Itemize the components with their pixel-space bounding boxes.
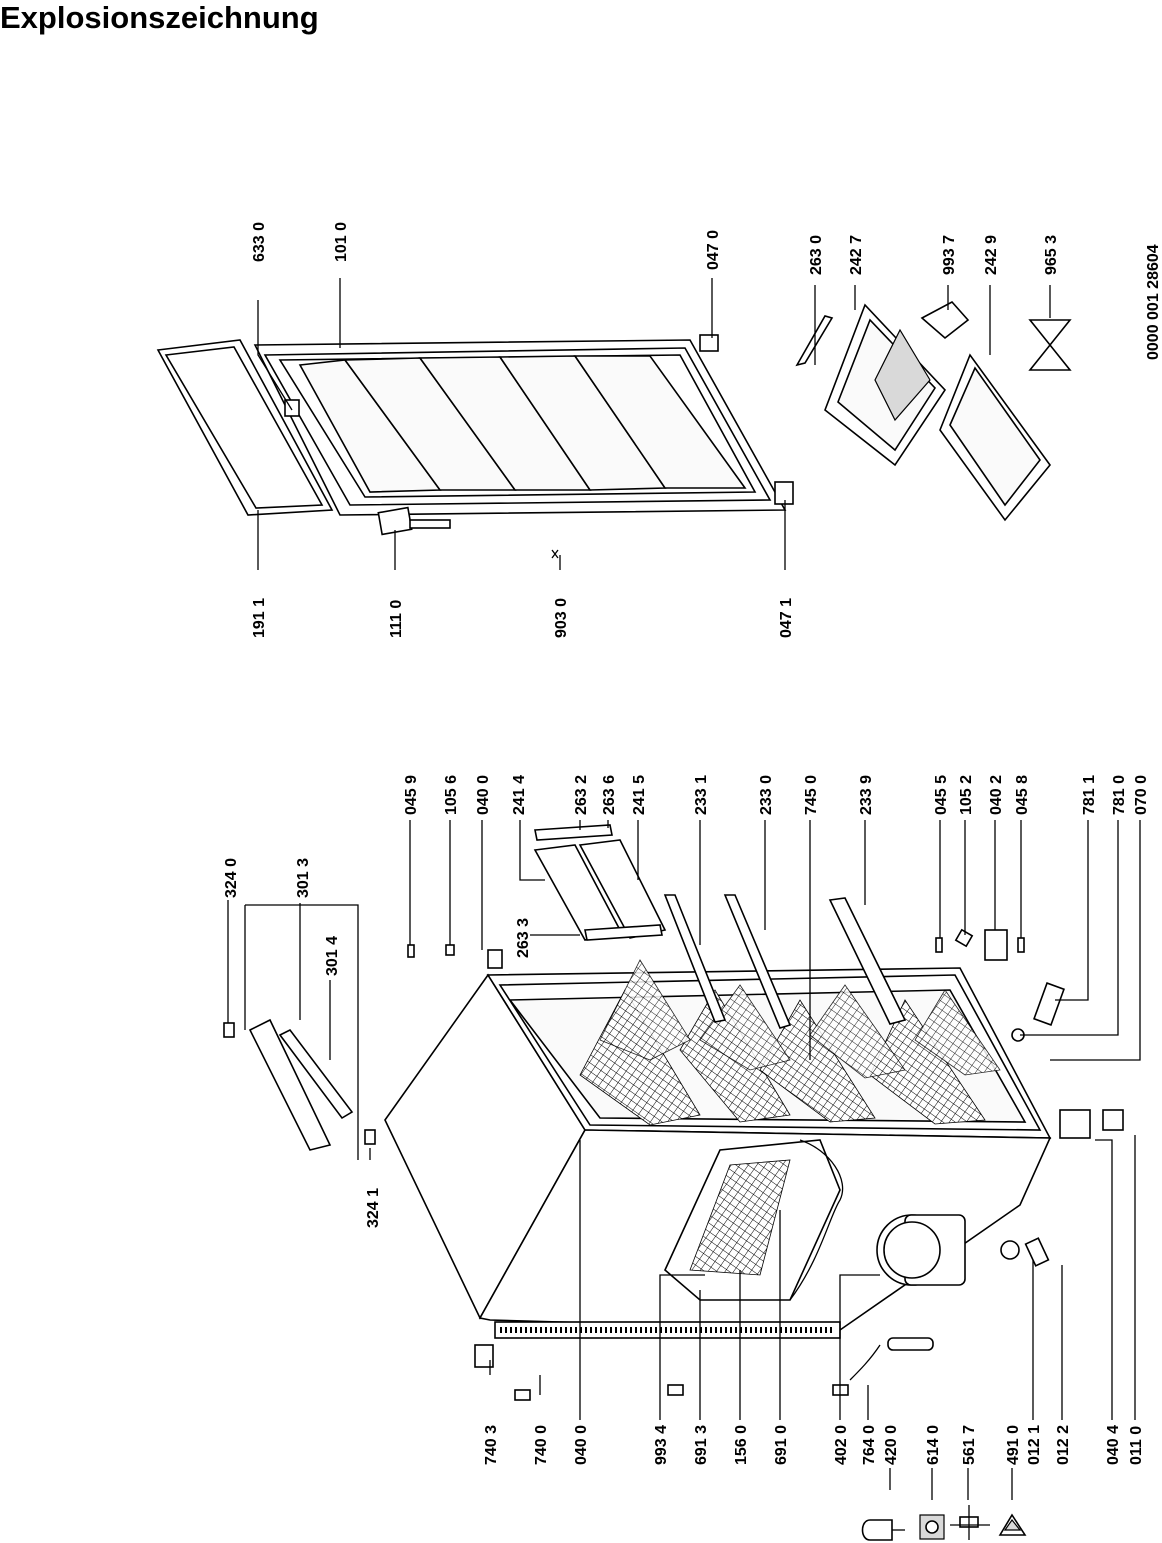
label-241-4: 241 4: [511, 775, 528, 815]
label-242-7: 242 7: [848, 235, 865, 275]
label-040-2: 040 2: [988, 775, 1005, 815]
label-324-0: 324 0: [223, 858, 240, 898]
fuse-icon: [950, 1505, 990, 1540]
label-233-9: 233 9: [858, 775, 875, 815]
label-301-3: 301 3: [295, 858, 312, 898]
label-070-0: 070 0: [1133, 775, 1150, 815]
part-labels: 324 0 301 3 301 4 324 1 045 9 105 6 040 …: [223, 222, 1162, 1465]
label-764-0: 764 0: [861, 1425, 878, 1465]
label-263-6: 263 6: [601, 775, 618, 815]
label-781-0: 781 0: [1111, 775, 1128, 815]
label-241-5: 241 5: [631, 775, 648, 815]
shelf-rails: [533, 824, 907, 1029]
top-cover-parts: [223, 1018, 376, 1151]
label-233-1: 233 1: [693, 775, 710, 815]
door-assembly: [156, 334, 794, 559]
drawers-right: [795, 300, 1072, 522]
label-491-0: 491 0: [1005, 1425, 1022, 1465]
label-263-3: 263 3: [515, 918, 532, 958]
label-324-1: 324 1: [365, 1188, 382, 1228]
label-781-1: 781 1: [1081, 775, 1098, 815]
label-040-4: 040 4: [1105, 1425, 1122, 1465]
label-011-0: 011 0: [1128, 1426, 1145, 1465]
label-561-7: 561 7: [961, 1425, 978, 1465]
label-101-0: 101 0: [333, 222, 350, 262]
label-740-0: 740 0: [533, 1425, 550, 1465]
drawer-baskets: [579, 959, 1001, 1126]
doc-number: 0000 001 28604: [1145, 244, 1162, 360]
label-105-2: 105 2: [958, 775, 975, 815]
label-012-2: 012 2: [1055, 1425, 1072, 1465]
label-745-0: 745 0: [803, 775, 820, 815]
label-903-0: 903 0: [553, 598, 570, 638]
label-263-2: 263 2: [573, 775, 590, 815]
label-191-1: 191 1: [251, 598, 268, 638]
leader-lines-right: [257, 278, 1051, 570]
leader-lines-left: [227, 820, 1141, 1500]
label-263-0-right: 263 0: [808, 235, 825, 275]
small-hardware: [407, 928, 1124, 1401]
label-105-6: 105 6: [443, 775, 460, 815]
relay-icon: [919, 1514, 945, 1540]
label-614-0: 614 0: [925, 1425, 942, 1465]
clip-icon: [998, 1513, 1027, 1536]
page-title: Explosionszeichnung: [0, 0, 319, 35]
label-040-0-bottom: 040 0: [573, 1425, 590, 1465]
label-691-0: 691 0: [773, 1425, 790, 1465]
label-740-3: 740 3: [483, 1425, 500, 1465]
label-993-4: 993 4: [653, 1425, 670, 1465]
label-045-8: 045 8: [1014, 775, 1031, 815]
label-633-0: 633 0: [251, 222, 268, 262]
label-965-3: 965 3: [1043, 235, 1060, 275]
label-233-0: 233 0: [758, 775, 775, 815]
thermostat-icon: [861, 1519, 905, 1541]
label-242-9: 242 9: [983, 235, 1000, 275]
label-402-0: 402 0: [833, 1425, 850, 1465]
label-420-0: 420 0: [883, 1425, 900, 1465]
label-156-0: 156 0: [733, 1425, 750, 1465]
label-012-1: 012 1: [1026, 1425, 1043, 1465]
label-047-0: 047 0: [705, 230, 722, 270]
label-111-0: 111 0: [388, 600, 405, 638]
label-993-7: 993 7: [941, 235, 958, 275]
label-691-3: 691 3: [693, 1425, 710, 1465]
label-047-1: 047 1: [778, 598, 795, 638]
evaporator-area: [664, 1139, 966, 1381]
label-045-5: 045 5: [933, 775, 950, 815]
label-040-0-top: 040 0: [475, 775, 492, 815]
label-301-4: 301 4: [324, 936, 341, 976]
label-045-9: 045 9: [403, 775, 420, 815]
